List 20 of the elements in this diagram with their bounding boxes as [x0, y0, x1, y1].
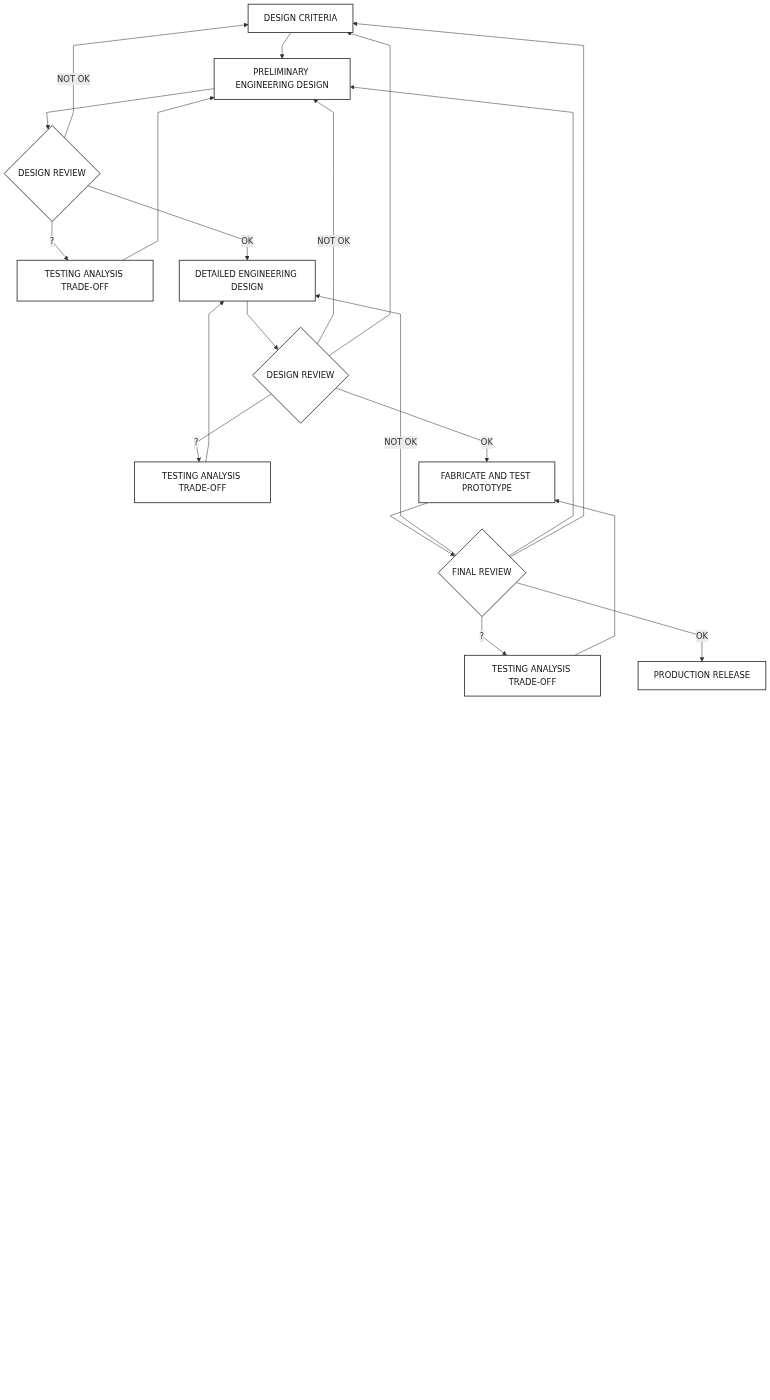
node-diamond: DESIGN REVIEW	[252, 326, 350, 424]
node-box: TESTING ANALYSIS TRADE-OFF	[134, 461, 271, 504]
node-box: TESTING ANALYSIS TRADE-OFF	[16, 259, 154, 302]
node-diamond: FINAL REVIEW	[437, 528, 527, 617]
edge-label: OK	[695, 630, 708, 641]
edge-label: ?	[479, 630, 485, 641]
edge-label: NOT OK	[384, 437, 417, 448]
node-box: PRELIMINARY ENGINEERING DESIGN	[213, 58, 351, 100]
edge-label: NOT OK	[317, 235, 350, 246]
node-box: PRODUCTION RELEASE	[637, 661, 767, 691]
node-diamond: DESIGN REVIEW	[3, 125, 101, 222]
edge-label: OK	[480, 437, 493, 448]
node-box: DESIGN CRITERIA	[247, 3, 354, 33]
edge-label: NOT OK	[57, 73, 90, 84]
node-box: TESTING ANALYSIS TRADE-OFF	[464, 654, 601, 697]
edge-label: ?	[193, 437, 199, 448]
edge-label: ?	[49, 235, 55, 246]
node-box: DETAILED ENGINEERING DESIGN	[178, 259, 316, 302]
edge-label: OK	[241, 235, 254, 246]
node-box: FABRICATE AND TEST PROTOTYPE	[418, 461, 556, 504]
